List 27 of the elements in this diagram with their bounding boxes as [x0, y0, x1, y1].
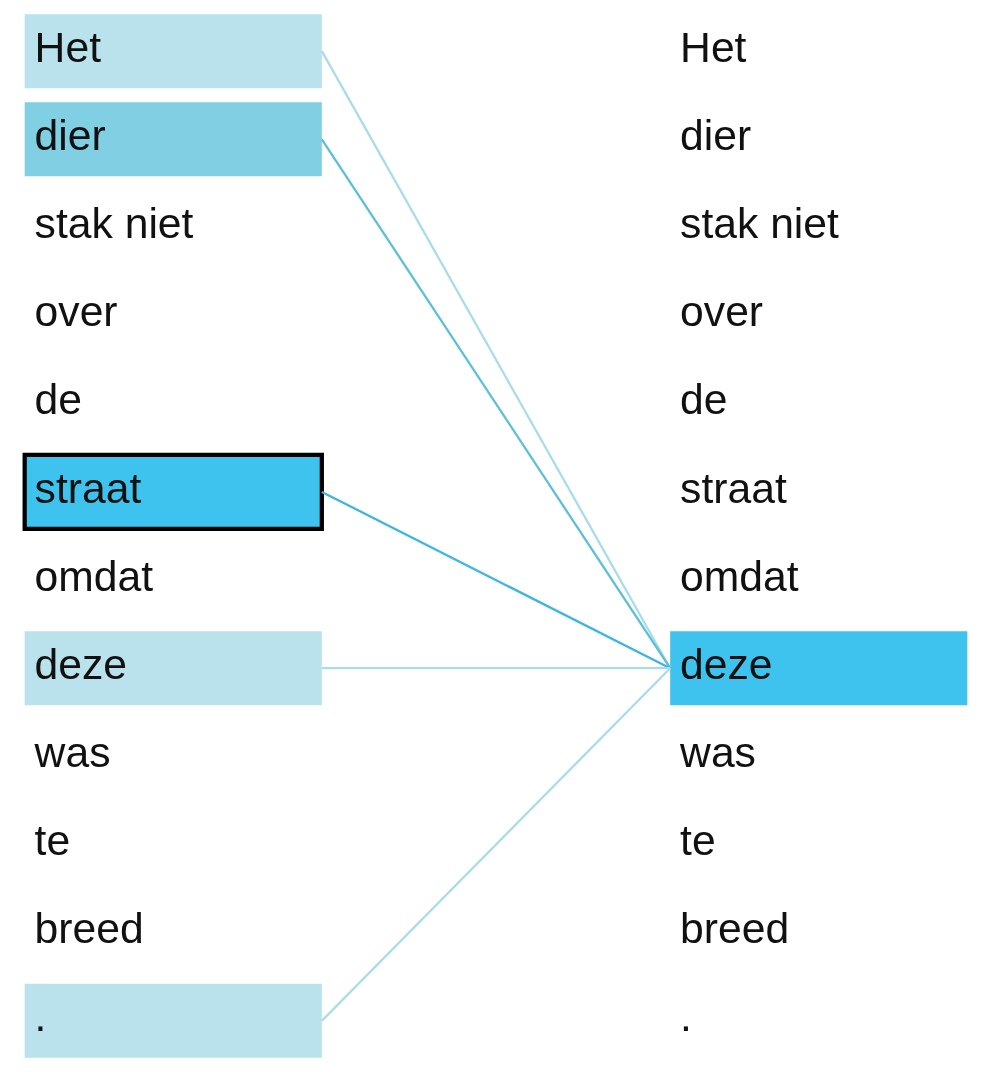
node-text: te	[34, 816, 71, 865]
node-box: deze	[670, 631, 968, 706]
node-text: Het	[680, 22, 747, 71]
connector	[321, 667, 671, 670]
node-text: .	[680, 992, 692, 1041]
node-box: deze	[24, 631, 322, 706]
node-text: breed	[680, 904, 790, 953]
node-text: over	[680, 287, 764, 336]
node-text: de	[680, 375, 728, 424]
node-text: was	[34, 728, 111, 777]
connector	[321, 667, 671, 1022]
node-text: dier	[680, 110, 752, 159]
node-text: stak niet	[34, 199, 194, 248]
node-text: omdat	[680, 551, 799, 600]
node-text: stak niet	[680, 199, 839, 248]
connector	[321, 490, 671, 670]
node-text: breed	[34, 904, 144, 953]
node-text: was	[680, 728, 756, 777]
node-text: over	[34, 287, 118, 336]
node-box: Het	[24, 14, 322, 89]
node-text: te	[680, 816, 716, 865]
node-box: straat	[22, 452, 324, 532]
node-text: de	[34, 375, 83, 424]
node-box: .	[24, 983, 322, 1058]
node-text: omdat	[34, 551, 154, 600]
node-text: straat	[680, 463, 787, 512]
node-box: dier	[24, 102, 322, 177]
